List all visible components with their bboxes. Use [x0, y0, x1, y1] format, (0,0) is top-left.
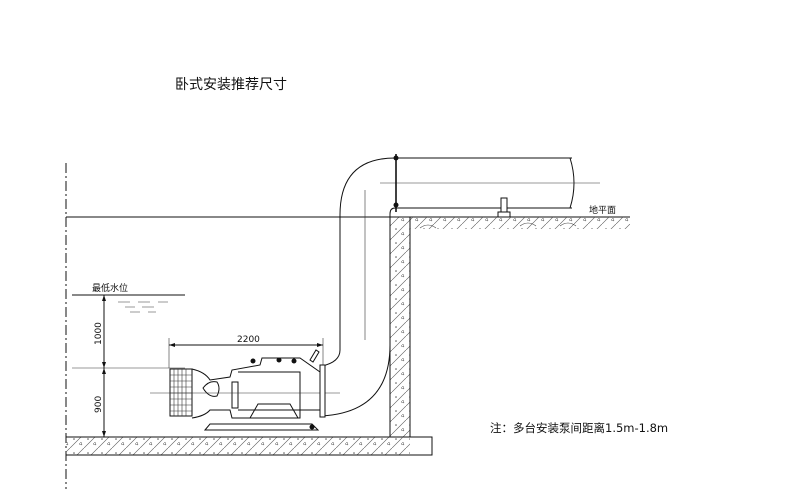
vertical-dimension: [72, 295, 185, 437]
discharge-pipe: [321, 154, 600, 417]
submersible-pump: [150, 349, 340, 431]
dimension-900: 900: [94, 396, 104, 413]
lowest-water-level-label: 最低水位: [92, 282, 128, 294]
pit-right-wall: [389, 216, 630, 438]
pit-floor: [66, 217, 433, 456]
dimension-1000: 1000: [94, 322, 104, 345]
dimension-2200: 2200: [237, 335, 260, 345]
installation-note: 注：多台安装泵间距离1.5m-1.8m: [490, 421, 668, 435]
water-level: [72, 294, 185, 313]
diagram-title: 卧式安装推荐尺寸: [175, 77, 287, 93]
ground-level-label: 地平面: [589, 204, 616, 216]
